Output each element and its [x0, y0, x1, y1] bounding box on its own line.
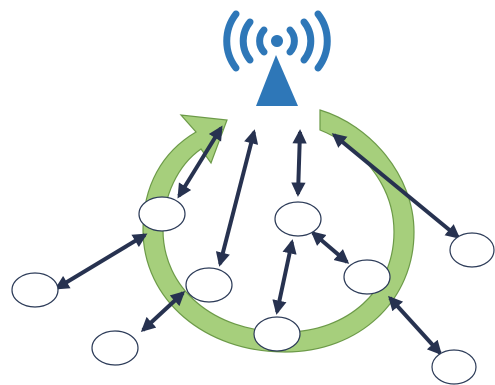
node-center-left — [185, 267, 233, 303]
link-bottom-left-node-to-center-left-node — [140, 291, 186, 332]
cycle-arrow-ring — [142, 109, 415, 353]
link-left-node-to-ap — [177, 125, 223, 199]
link-far-left-node-to-left-node — [54, 233, 148, 290]
link-center-node-to-ap — [291, 129, 307, 197]
node-bottom-right — [431, 349, 477, 385]
links — [54, 125, 461, 356]
link-right-node-to-center-node — [310, 231, 350, 264]
nodes — [11, 196, 495, 385]
link-center-left-node-to-ap — [215, 129, 259, 267]
node-left — [138, 196, 186, 232]
link-far-right-node-to-ap — [331, 133, 461, 239]
node-bottom-left — [91, 330, 139, 366]
link-bottom-node-to-center-node — [272, 239, 297, 315]
node-right — [343, 259, 391, 295]
wifi-access-point-icon — [223, 10, 331, 106]
node-bottom — [253, 316, 301, 352]
node-center — [274, 201, 322, 237]
node-far-left — [11, 272, 59, 308]
link-bottom-right-node-to-right-node — [388, 295, 442, 356]
node-far-right — [449, 232, 495, 268]
